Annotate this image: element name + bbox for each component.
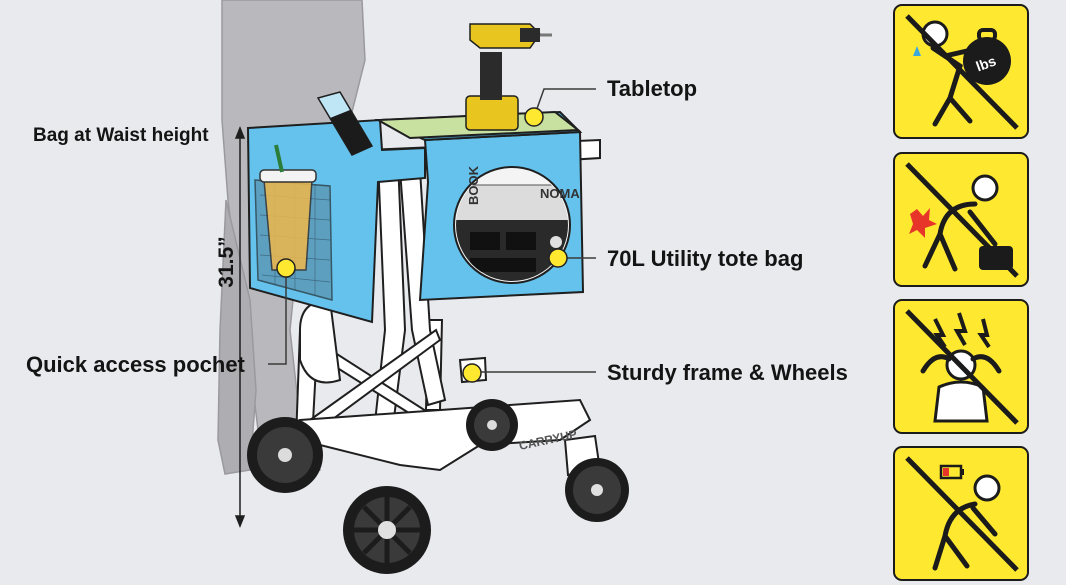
front-left-wheel bbox=[343, 486, 431, 574]
cart-illustration: BOOK NOMA CARRYUP bbox=[217, 0, 629, 574]
tote-label: 70L Utility tote bag bbox=[607, 246, 804, 271]
box-text-right: NOMA bbox=[540, 186, 580, 201]
warning-panel-back-injury bbox=[893, 152, 1029, 287]
wheels bbox=[247, 399, 629, 574]
tabletop-marker bbox=[524, 107, 544, 127]
heavy-lifting-prohibited-icon: lbs bbox=[905, 14, 1019, 130]
frame-marker bbox=[462, 363, 482, 383]
fatigue-prohibited-icon bbox=[905, 456, 1019, 572]
power-drill bbox=[465, 23, 552, 131]
back-injury-prohibited-icon bbox=[905, 162, 1019, 278]
iced-coffee-cup bbox=[259, 144, 317, 271]
water-bottle bbox=[316, 91, 374, 156]
rear-left-wheel bbox=[247, 417, 323, 493]
pocket-marker bbox=[276, 258, 296, 278]
box-text-left: BOOK bbox=[466, 165, 481, 205]
tote-marker bbox=[548, 248, 568, 268]
weight-label: lbs bbox=[974, 52, 999, 74]
pocket-label: Quick access pochet bbox=[26, 352, 245, 377]
tabletop-label: Tabletop bbox=[607, 76, 698, 101]
warning-panel-fatigue bbox=[893, 446, 1029, 581]
callout-markers bbox=[276, 107, 568, 383]
callout-leaders bbox=[268, 88, 596, 373]
warning-panel-stress bbox=[893, 299, 1029, 434]
height-value: 31.5” bbox=[215, 236, 238, 288]
bag-height-label: Bag at Waist height bbox=[33, 125, 209, 146]
height-dimension-line bbox=[234, 125, 246, 529]
warning-panel-heavy-lifting: lbs bbox=[893, 4, 1029, 139]
stress-prohibited-icon bbox=[905, 309, 1019, 425]
front-right-wheel bbox=[565, 458, 629, 522]
rear-right-wheel bbox=[466, 399, 518, 451]
frame-label: Sturdy frame & Wheels bbox=[607, 360, 848, 385]
